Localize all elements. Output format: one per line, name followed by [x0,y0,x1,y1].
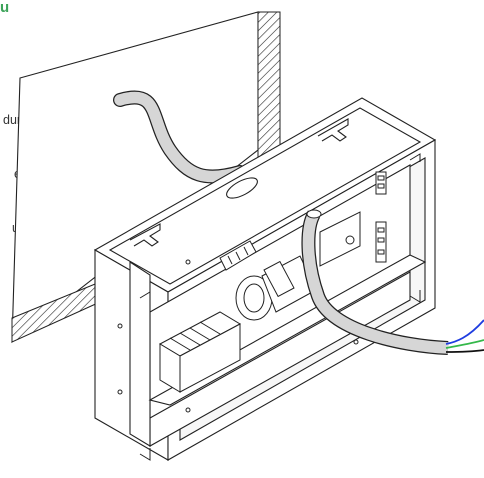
cable-through-wall [113,90,247,184]
box-top-face [93,97,437,293]
top-slot-cutout [226,177,258,199]
connector-strip [219,240,257,271]
corner-brackets [139,153,421,461]
t-slot-right [317,118,349,142]
wire-blue [445,319,484,345]
wall-hatch-top [257,11,281,159]
transformer-module [158,311,242,393]
mounting-bracket [319,211,361,267]
terminal-block-lower [375,221,387,263]
cable-inside-box [301,209,449,355]
wire-green [445,339,484,349]
screw-holes [117,259,359,413]
wire-black [445,349,484,353]
valve-unit [235,255,317,321]
section-heading-fragment: u [0,0,10,16]
terminal-block-upper [375,171,387,195]
t-slot-left [129,223,161,247]
